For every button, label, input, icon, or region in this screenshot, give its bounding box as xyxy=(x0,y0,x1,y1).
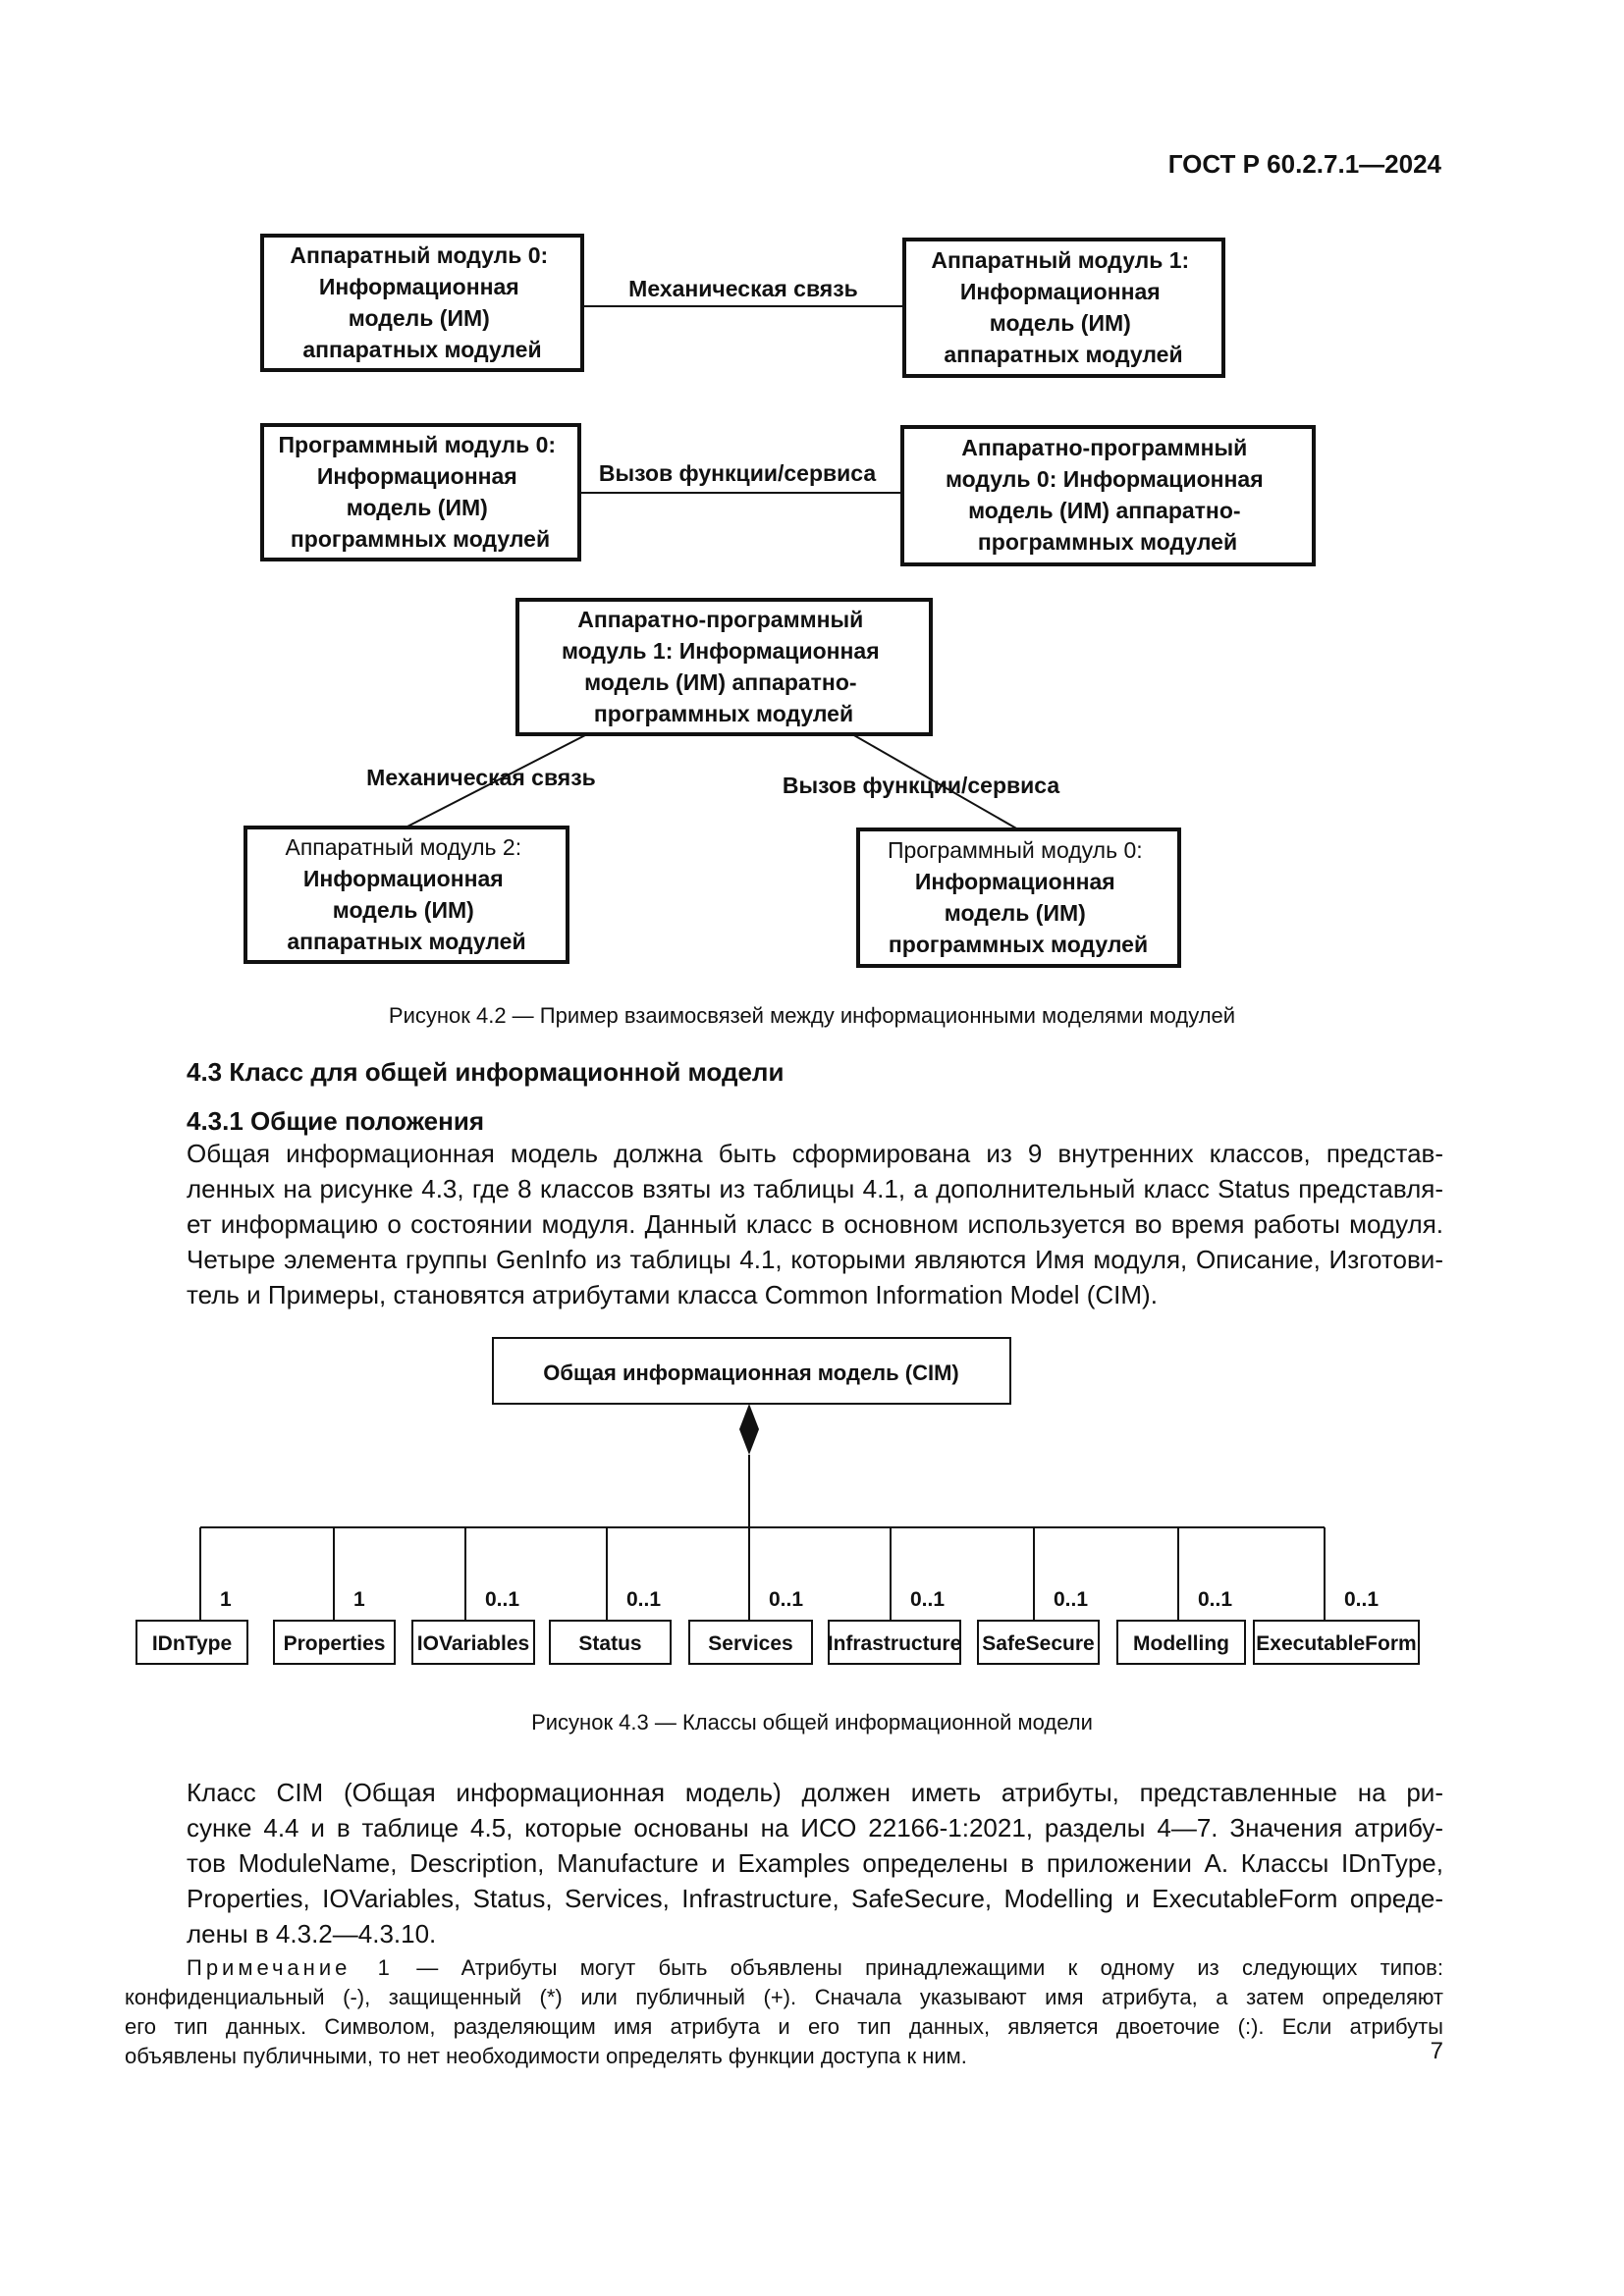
figure-4-2: Аппаратный модуль 0: Информационная моде… xyxy=(244,234,1316,968)
class-box-safesecure xyxy=(977,1620,1100,1665)
class-name: ExecutableForm xyxy=(1256,1632,1416,1655)
class-box-status xyxy=(549,1620,672,1665)
note-line: конфиденциальный (-), защищенный (*) или… xyxy=(125,1985,1443,2009)
class-multiplicity: 0..1 xyxy=(626,1588,661,1611)
box-hw-module-0 xyxy=(260,234,584,372)
class-multiplicity: 0..1 xyxy=(769,1588,803,1611)
composition-diamond xyxy=(739,1404,759,1455)
class-name: IDnType xyxy=(152,1632,232,1655)
class-box-infrastructure xyxy=(828,1620,961,1665)
note-line: объявлены публичными, то нет необходимос… xyxy=(125,2044,967,2068)
paragraph-2-line: Класс CIM (Общая информационная модель) … xyxy=(187,1778,1443,1807)
class-box-executableform xyxy=(1253,1620,1420,1665)
note-line: его тип данных. Символом, разделяющим им… xyxy=(125,2014,1443,2039)
paragraph-1-line: ленных на рисунке 4.3, где 8 классов взя… xyxy=(187,1174,1443,1203)
class-name: Modelling xyxy=(1133,1632,1229,1655)
class-box-modelling xyxy=(1116,1620,1246,1665)
paragraph-1-line: тель и Примеры, становятся атрибутами кл… xyxy=(187,1280,1158,1309)
class-box-idntype xyxy=(135,1620,248,1665)
hwsw-module-1-label: Аппаратно-программный модуль 1: Информац… xyxy=(562,607,886,726)
link-label-mech-top: Механическая связь xyxy=(628,276,858,301)
class-multiplicity: 0..1 xyxy=(1344,1588,1379,1611)
link-label-call-top: Вызов функции/сервиса xyxy=(599,460,876,486)
class-name: Infrastructure xyxy=(828,1632,962,1655)
class-multiplicity: 0..1 xyxy=(485,1588,519,1611)
figure-4-3-caption: Рисунок 4.3 — Классы общей информационно… xyxy=(531,1710,1093,1735)
sw-module-0-bottom-label: Программный модуль 0: Информационная мод… xyxy=(888,837,1149,957)
note-text: — Атрибуты могут быть объявлены принадле… xyxy=(416,1955,1443,1980)
class-name: Services xyxy=(708,1632,792,1655)
note-label: Примечание 1 xyxy=(187,1955,394,1980)
paragraph-1-line: Общая информационная модель должна быть … xyxy=(187,1139,1443,1168)
cim-root-label: Общая информационная модель (CIM) xyxy=(543,1361,958,1385)
hwsw-module-0-label: Аппаратно-программный модуль 0: Информац… xyxy=(946,435,1270,555)
paragraph-2: Класс CIM (Общая информационная модель) … xyxy=(187,1775,1443,1951)
paragraph-2-line: лены в 4.3.2—4.3.10. xyxy=(187,1919,437,1949)
connector-call-bottom xyxy=(851,733,1019,830)
class-name: SafeSecure xyxy=(982,1632,1094,1655)
cim-root-box xyxy=(492,1337,1011,1405)
note-line: Примечание 1 — Атрибуты могут быть объяв… xyxy=(187,1953,1443,1983)
paragraph-1-line: ет информацию о состоянии модуля. Данный… xyxy=(187,1209,1443,1239)
class-multiplicity: 0..1 xyxy=(910,1588,945,1611)
box-hwsw-module-1 xyxy=(515,598,933,736)
class-name: Properties xyxy=(284,1632,386,1655)
figure-4-3: Общая информационная модель (CIM) IDnTyp… xyxy=(135,1337,1420,1665)
link-label-call-bottom: Вызов функции/сервиса xyxy=(783,773,1059,798)
section-heading: 4.3 Класс для общей информационной модел… xyxy=(187,1057,785,1087)
box-hwsw-module-0 xyxy=(900,425,1316,566)
paragraph-2-line: сунке 4.4 и в таблице 4.5, которые основ… xyxy=(187,1813,1443,1842)
document-header: ГОСТ Р 60.2.7.1—2024 xyxy=(1167,149,1441,179)
box-sw-module-0-bottom xyxy=(856,828,1181,968)
class-box-services xyxy=(688,1620,813,1665)
figure-4-2-caption: Рисунок 4.2 — Пример взаимосвязей между … xyxy=(388,1003,1236,1028)
paragraph-1-line: Четыре элемента группы GenInfo из таблиц… xyxy=(187,1245,1443,1274)
class-box-iovariables xyxy=(411,1620,535,1665)
class-multiplicity: 1 xyxy=(353,1588,365,1611)
class-multiplicity: 0..1 xyxy=(1198,1588,1232,1611)
hw-module-0-label: Аппаратный модуль 0: Информационная моде… xyxy=(290,242,554,362)
class-box-properties xyxy=(273,1620,396,1665)
box-hw-module-1 xyxy=(902,238,1225,378)
paragraph-2-line: тов ModuleName, Description, Manufacture… xyxy=(187,1848,1443,1878)
hw-module-1-label: Аппаратный модуль 1: Информационная моде… xyxy=(931,247,1195,367)
paragraph-2-line: Properties, IOVariables, Status, Service… xyxy=(187,1884,1443,1913)
paragraph-1: Общая информационная модель должна быть … xyxy=(187,1136,1443,1312)
link-label-mech-bottom: Механическая связь xyxy=(366,765,596,790)
hw-module-2-label: Аппаратный модуль 2: Информационная моде… xyxy=(285,834,527,954)
class-multiplicity: 1 xyxy=(220,1588,232,1611)
connector-mech-bottom xyxy=(405,733,588,828)
sw-module-0-top-label: Программный модуль 0: Информационная мод… xyxy=(279,432,563,552)
note-1: Примечание 1 — Атрибуты могут быть объяв… xyxy=(125,1953,1443,2071)
class-multiplicity: 0..1 xyxy=(1054,1588,1088,1611)
page-number: 7 xyxy=(1430,2038,1443,2064)
subsection-heading: 4.3.1 Общие положения xyxy=(187,1106,484,1136)
class-name: Status xyxy=(578,1632,641,1655)
class-name: IOVariables xyxy=(417,1632,529,1655)
